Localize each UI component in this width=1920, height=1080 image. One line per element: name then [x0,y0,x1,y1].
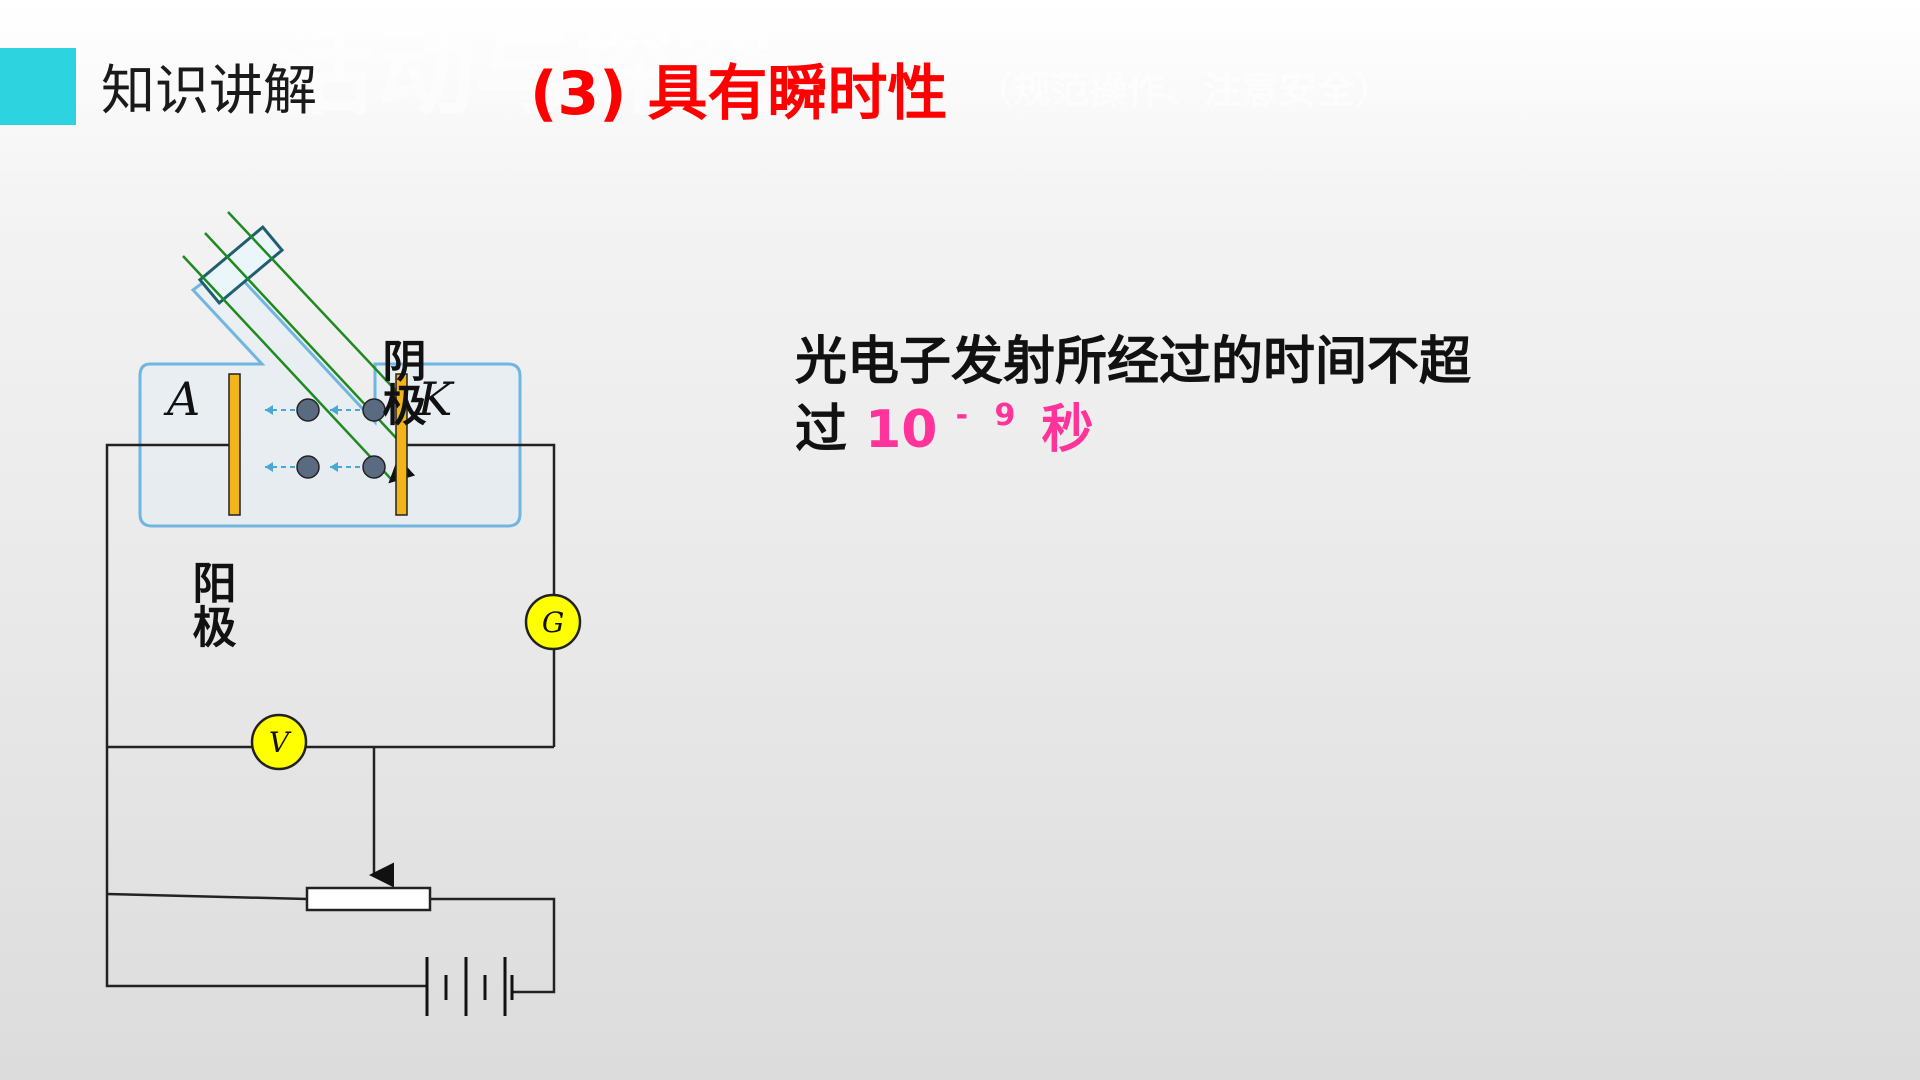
voltmeter-label: V [269,726,292,759]
electron-flow-arrows [265,409,360,468]
electron-flow-arrowheads [265,405,338,472]
anode-letter: A [163,372,200,426]
accent-block [0,48,76,125]
galvanometer [524,593,582,651]
body-line-2-prefix: 过 [795,400,866,460]
body-line-2: 过 10 - 9 秒 [795,396,1595,472]
anode-label: 阳极 [185,560,237,648]
voltmeter [250,713,308,771]
cathode-label: 阴极 [375,338,427,426]
section-label: 知识讲解 [101,59,317,122]
cathode-letter: K [417,372,455,426]
cathode-plate [395,373,408,516]
time-unit: 秒 [1041,400,1094,460]
page-heading: (3) 具有瞬时性 [530,59,948,129]
electrons [296,398,386,479]
watermark-subtitle: （规范操作、注意安全） [975,68,1394,112]
rheostat [305,886,432,912]
anode-plate [228,373,241,516]
body-text: 光电子发射所经过的时间不超 过 10 - 9 秒 [795,328,1595,472]
galvanometer-label: G [542,606,564,639]
body-line-1: 光电子发射所经过的时间不超 [795,332,1472,392]
time-exponent: - 9 [955,398,1024,433]
battery [425,957,514,1016]
watermark-title: 活动与探究 [275,12,775,129]
time-value: 10 [865,400,938,460]
